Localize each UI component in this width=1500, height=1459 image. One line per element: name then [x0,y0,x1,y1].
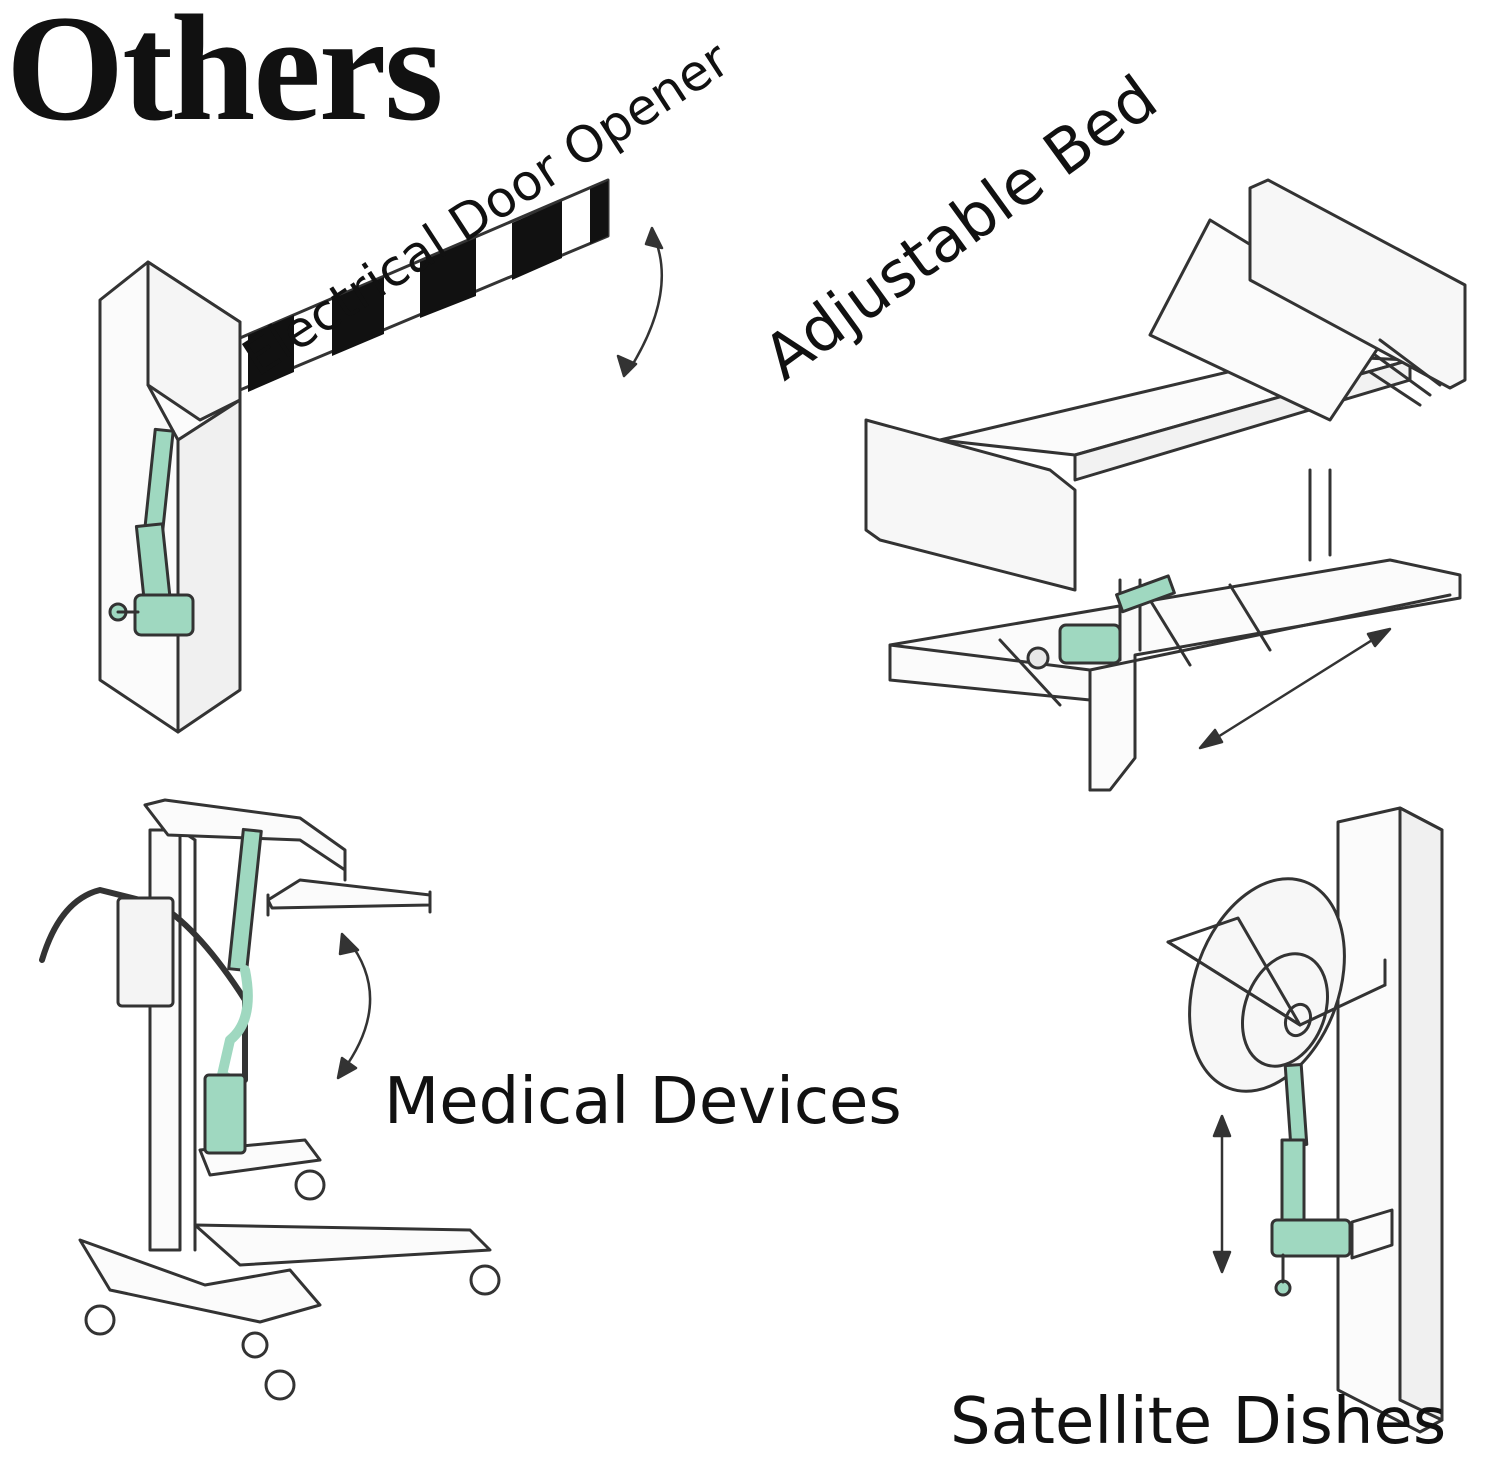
rotate-arrow-icon [616,226,664,378]
label-satellite-dishes: Satellite Dishes [950,1385,1447,1459]
double-arrow-icon [1198,627,1392,750]
dish [1166,877,1387,1093]
door-actuator [108,427,195,637]
boom-arm [238,178,610,392]
bed-actuator [1026,574,1176,670]
page-title: Others [6,0,443,152]
adjustable-bed-illustration [864,178,1467,792]
double-arrow-icon [1212,1114,1232,1274]
dish-actuator [1270,1063,1352,1297]
satellite-dish-illustration [1166,806,1444,1434]
lift-wheels [84,1169,501,1401]
label-medical-devices: Medical Devices [384,1065,902,1139]
lift-actuator [203,827,263,1155]
barrier-gate-illustration [98,178,664,734]
rotate-arrow-icon [336,932,372,1080]
patient-lift-illustration [39,798,501,1401]
